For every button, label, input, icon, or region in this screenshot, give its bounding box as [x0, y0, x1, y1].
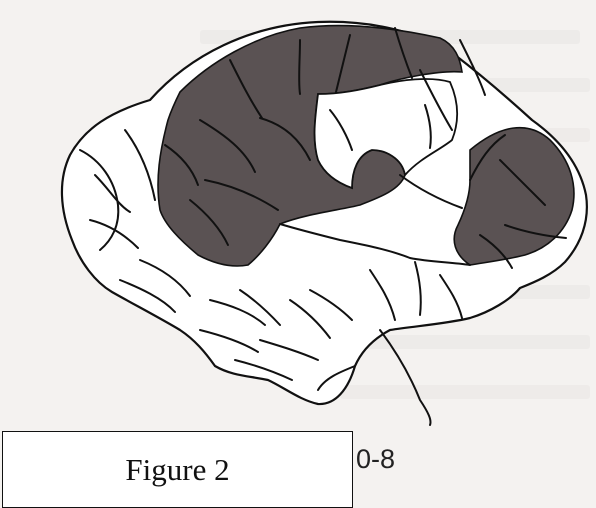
- figure-number-fragment: 0-8: [356, 444, 395, 475]
- figure-caption-label: Figure 2: [125, 452, 229, 488]
- figure-caption-box: Figure 2: [2, 431, 353, 508]
